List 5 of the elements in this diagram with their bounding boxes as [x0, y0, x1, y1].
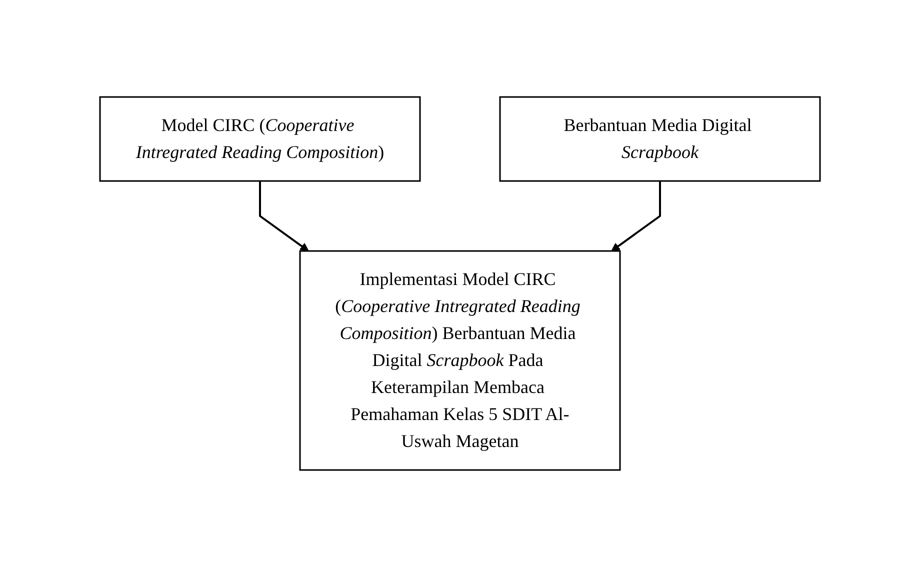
arrow — [258, 180, 308, 251]
node-box: Implementasi Model CIRC (Cooperative Intregrated Reading Composition) Berbantuan Media Digital Scrapbook Pada Keterampilan Membaca Pemahaman Kelas 5 SDIT Al-Uswah Magetan — [298, 250, 620, 470]
arrow — [610, 180, 660, 251]
node-box: Berbantuan Media Digital Scrapbook — [498, 96, 820, 182]
node-box: Model CIRC (Cooperative Intregrated Reading Composition) — [98, 96, 420, 182]
